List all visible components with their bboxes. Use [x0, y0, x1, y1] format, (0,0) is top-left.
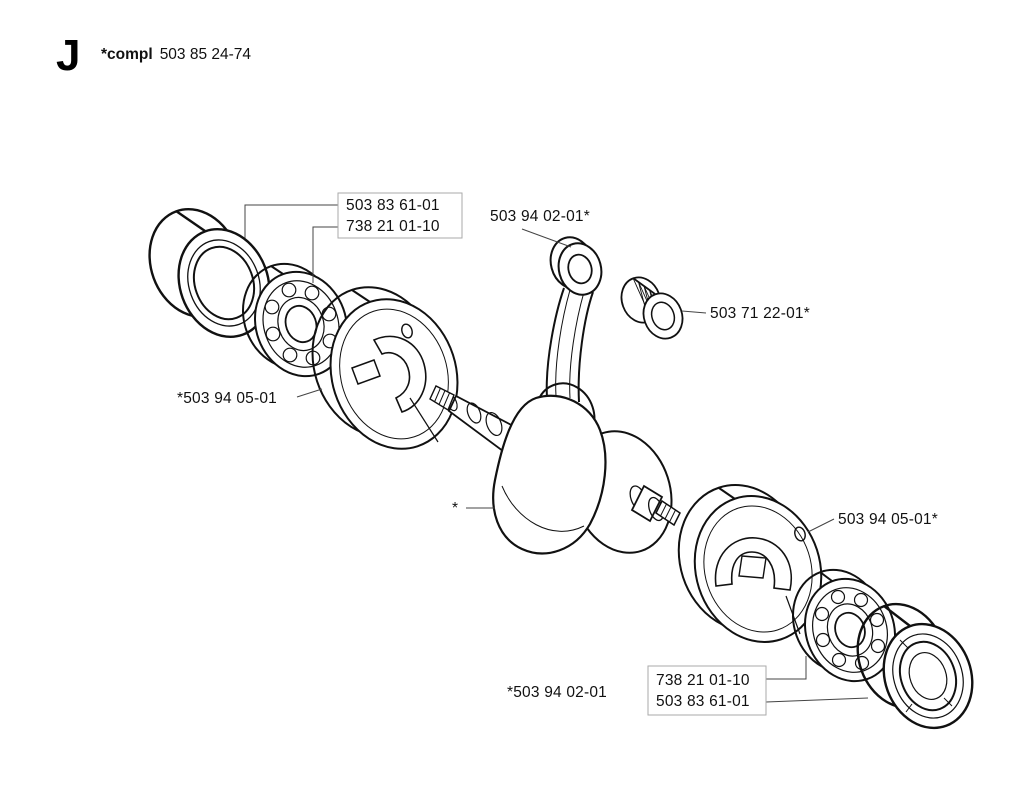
crank-half-left-drawing [311, 286, 459, 450]
label-crank-half-left: *503 94 05-01 [177, 390, 277, 407]
crankshaft-conrod-drawing [429, 236, 681, 555]
label-conrod-bottom: *503 94 02-01 [507, 684, 607, 701]
needle-bearing-drawing [620, 276, 684, 340]
assembly-reference: *compl 503 85 24-74 [101, 46, 251, 64]
crank-half-right-drawing [677, 484, 823, 643]
ball-bearing-left-drawing [241, 262, 349, 378]
assembly-number: 503 85 24-74 [159, 46, 252, 63]
label-bearing-left: 738 21 01-10 [346, 218, 440, 235]
label-seal-right: 503 83 61-01 [656, 693, 750, 710]
label-bearing-right: 738 21 01-10 [656, 672, 750, 689]
label-needle-bearing: 503 71 22-01* [710, 305, 810, 322]
label-crankshaft-asterisk: * [452, 500, 458, 517]
leader-lines [244, 204, 869, 703]
top-label-box [337, 192, 463, 239]
ball-bearing-right-drawing [791, 568, 897, 683]
section-letter: J [56, 31, 81, 80]
bottom-label-box [647, 665, 767, 716]
seal-ring-left-drawing [148, 207, 271, 339]
label-seal-left: 503 83 61-01 [346, 197, 440, 214]
label-crank-half-right: 503 94 05-01* [838, 511, 938, 528]
seal-ring-right-drawing [856, 602, 974, 730]
assembly-prefix: *compl [101, 46, 153, 63]
label-boxes [337, 192, 767, 716]
label-conrod-top: 503 94 02-01* [490, 208, 590, 225]
part-number-labels: 503 83 61-01 738 21 01-10 503 94 02-01* … [177, 197, 938, 710]
